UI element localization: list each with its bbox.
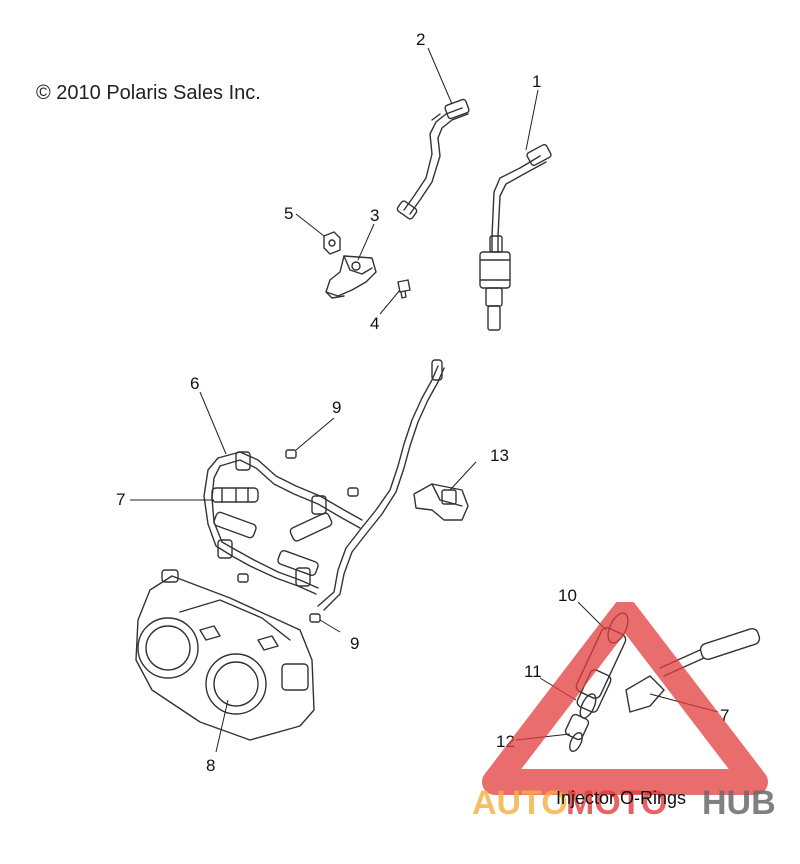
callout-3: 3 xyxy=(370,206,380,225)
callout-8: 8 xyxy=(206,756,216,775)
callout-9-lower: 9 xyxy=(350,634,360,653)
callout-7-inset: 7 xyxy=(720,706,730,725)
callout-7-main: 7 xyxy=(116,490,126,509)
copyright-text: © 2010 Polaris Sales Inc. xyxy=(36,82,261,104)
watermark-middle-text: MOTO xyxy=(566,784,667,822)
callout-10: 10 xyxy=(558,586,577,605)
callout-9-upper: 9 xyxy=(332,398,342,417)
callout-6: 6 xyxy=(190,374,200,393)
part-6-fuel-rail xyxy=(203,359,445,611)
watermark-logo: AUTO MOTO HUB xyxy=(472,602,776,822)
part-4-bolt xyxy=(397,279,411,299)
callout-13: 13 xyxy=(490,446,509,465)
watermark-right-text: HUB xyxy=(702,784,776,822)
watermark-left-text: AUTO xyxy=(472,784,568,822)
part-8-throttle-body xyxy=(135,569,315,741)
callout-4: 4 xyxy=(370,314,380,333)
part-1-fuel-hose-filter xyxy=(479,144,552,331)
part-3-bracket xyxy=(325,255,377,299)
callout-1: 1 xyxy=(532,72,542,91)
callout-11: 11 xyxy=(524,662,542,681)
inset-caption: Injector O-Rings xyxy=(556,788,687,808)
part-2-fuel-hose xyxy=(396,98,470,220)
callout-5: 5 xyxy=(284,204,294,223)
part-9-bolts xyxy=(237,449,359,623)
part-5-clip xyxy=(323,231,341,255)
part-13-clamp xyxy=(413,483,469,521)
callout-2: 2 xyxy=(416,30,426,49)
part-7-injectors xyxy=(211,487,333,576)
